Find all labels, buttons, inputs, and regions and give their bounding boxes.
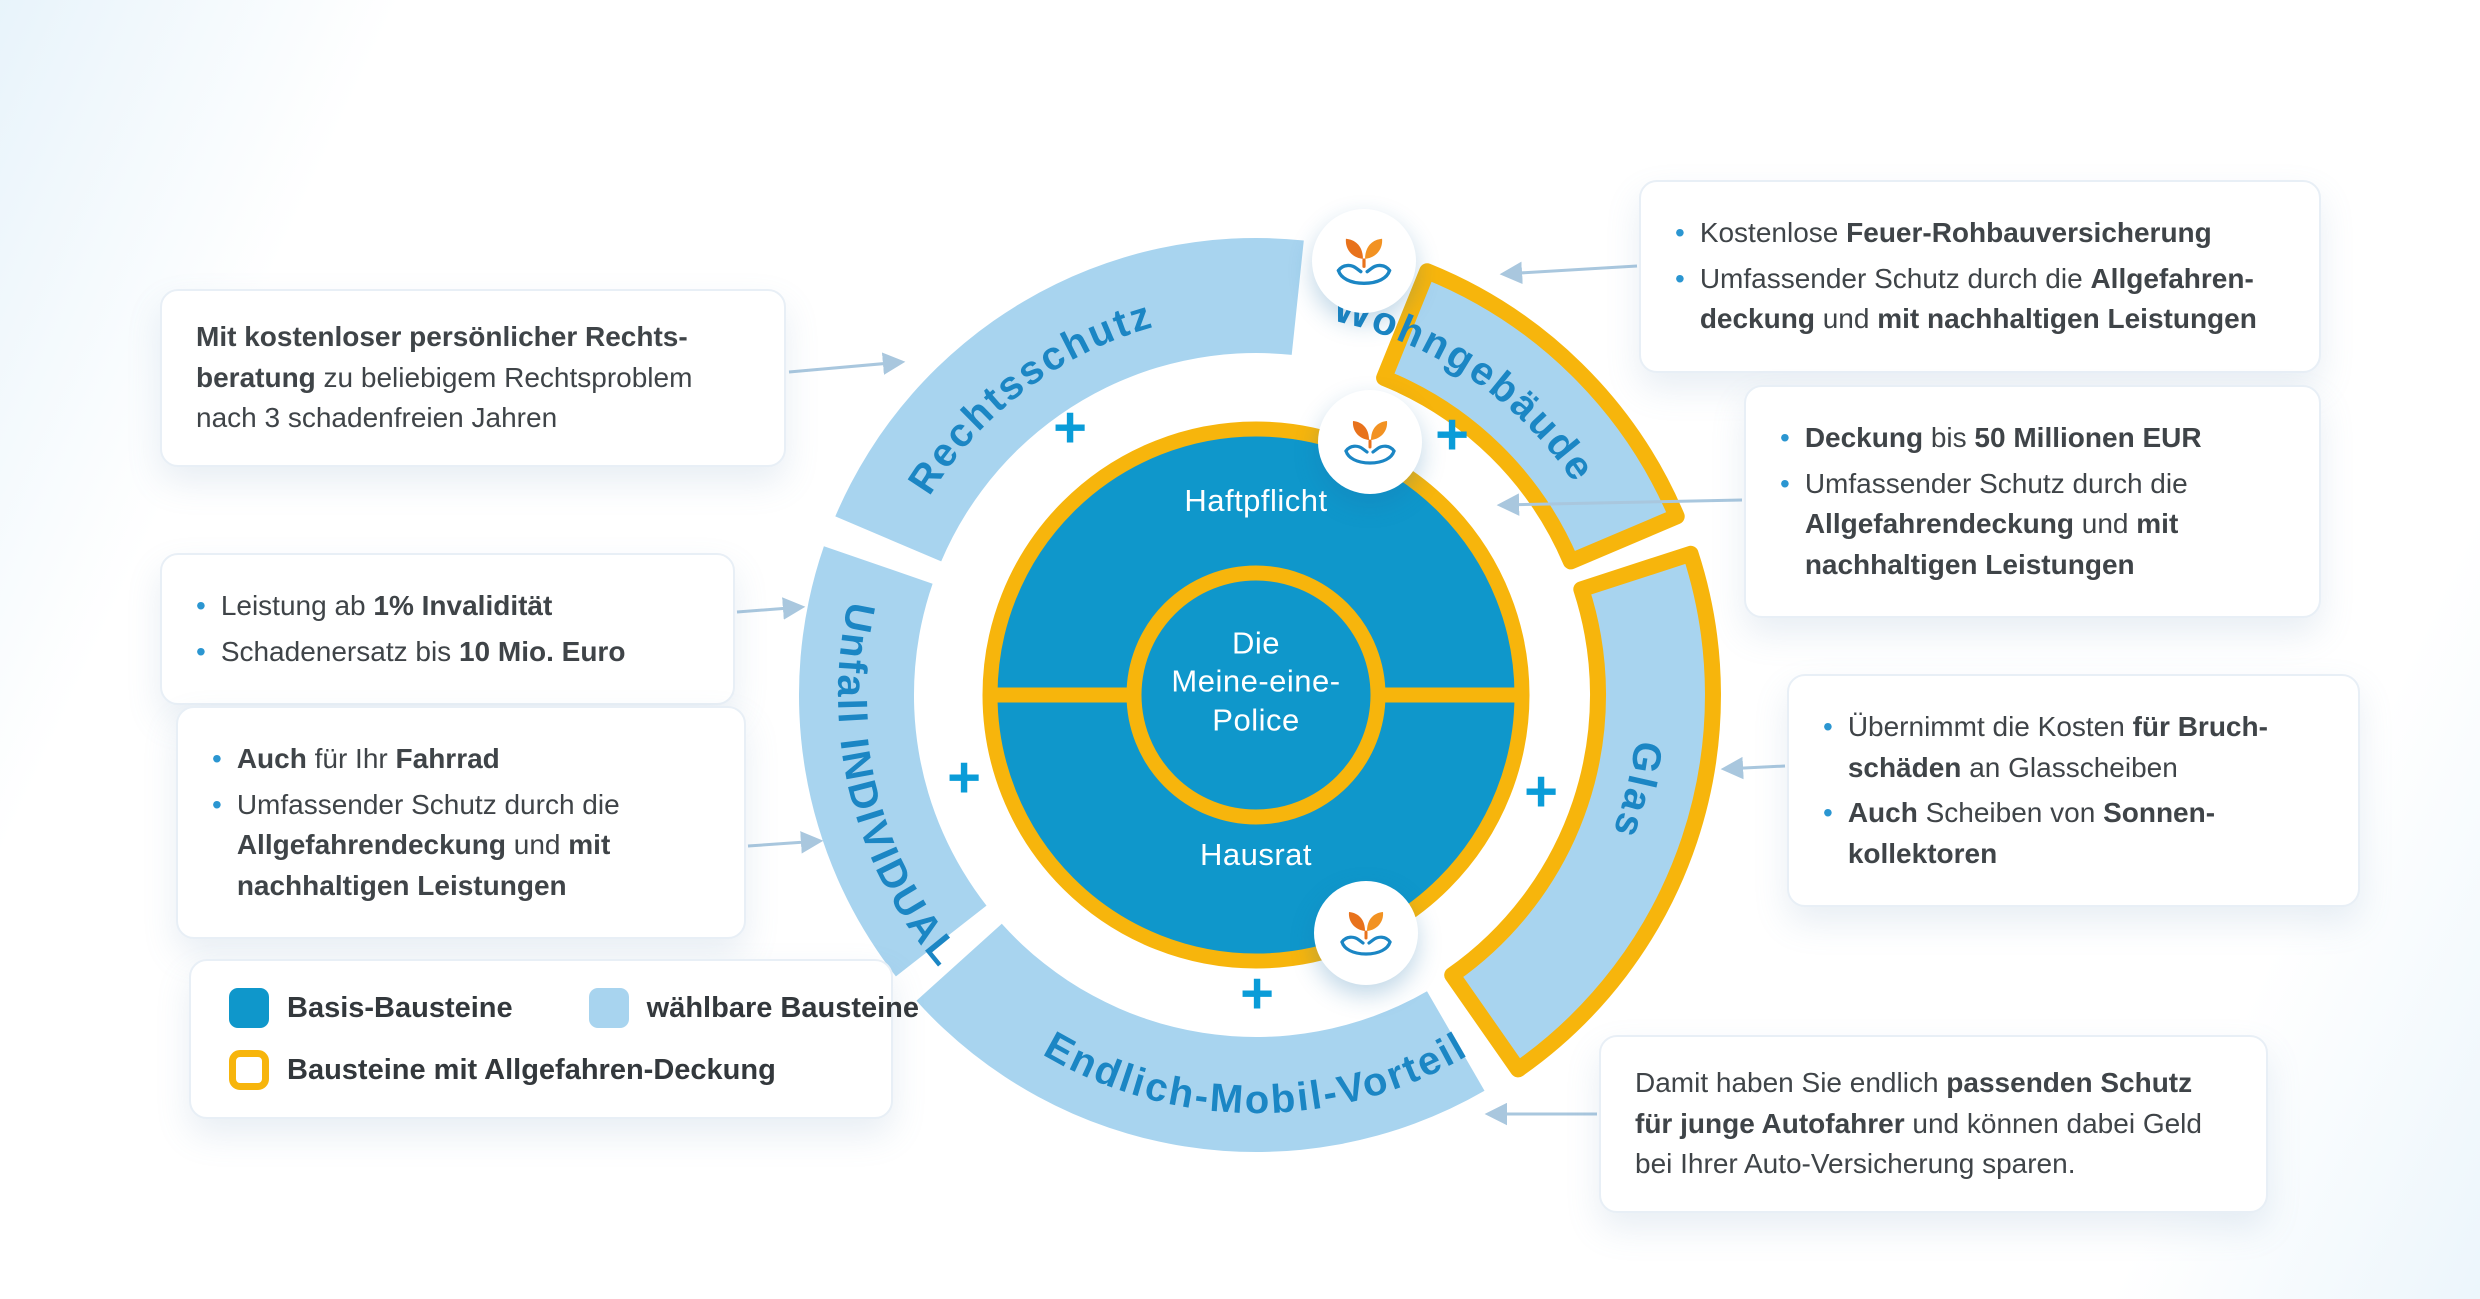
callout-glas: • Übernimmt die Kosten für Bruch-schäden…	[1787, 674, 2360, 908]
bullet-text: Umfassender Schutz durch die Allgefahren…	[1699, 262, 2257, 335]
bullet-text: Deckung bis 50 Millionen EUR	[1804, 422, 2202, 453]
bullet-text: Schadenersatz bis 10 Mio. Euro	[220, 635, 626, 667]
legend-label: wählbare Bausteine	[646, 992, 920, 1024]
bullet-text: Leistung ab 1% Invalidität	[220, 590, 553, 621]
plus-icon: +	[1435, 402, 1469, 467]
plus-icon: +	[1053, 395, 1087, 460]
callout-unfall-leistung: • Leistung ab 1% Invalidität • Schadener…	[160, 553, 735, 706]
bullet-text: Kostenlose Feuer-Rohbauversicherung	[1699, 217, 2212, 248]
waehlbar-swatch-icon	[588, 988, 629, 1029]
legend-item-allgefahren: Bausteine mit Allgefahren-Deckung	[229, 1049, 776, 1091]
bullet-text: Übernimmt die Kosten für Bruch-schäden a…	[1847, 711, 2268, 783]
center-label-line: Die	[1231, 625, 1281, 661]
arrow-to-haftpflicht	[1496, 493, 1743, 516]
bullet-dot-icon: •	[1780, 422, 1790, 453]
legend-label: Bausteine mit Allgefahren-Deckung	[287, 1054, 776, 1087]
legend-item-basis: Basis-Bausteine	[229, 987, 513, 1029]
bullet-item: • Umfassender Schutz durch die Allgefahr…	[1675, 259, 2285, 340]
ring-segments	[798, 237, 1721, 1153]
center-label-line: Meine-eine-	[1171, 663, 1341, 699]
inner-segment-label-hausrat: Hausrat	[1199, 837, 1313, 872]
callout-wohngebaeude: • Kostenlose Feuer-Rohbauversicherung • …	[1639, 180, 2321, 373]
sustainability-hands-plant-icon	[1314, 881, 1418, 985]
bullet-dot-icon: •	[1823, 711, 1833, 742]
bullet-dot-icon: •	[212, 788, 222, 820]
legend-label: Basis-Bausteine	[287, 992, 513, 1024]
arrow-to-glas	[1720, 756, 1786, 780]
bullet-item: • Schadenersatz bis 10 Mio. Euro	[196, 632, 699, 673]
legend-item-waehlbar: wählbare Bausteine	[588, 987, 920, 1029]
bullet-item: • Kostenlose Feuer-Rohbauversicherung	[1675, 213, 2285, 254]
bullet-item: • Auch Scheiben von Sonnen-kollektoren	[1823, 793, 2324, 874]
center-circle	[1126, 565, 1386, 825]
arrow-to-unfall-lower	[747, 831, 824, 854]
legend: Basis-Bausteine wählbare Bausteine Baust…	[189, 959, 919, 1120]
bullet-text: Umfassender Schutz durch die Allgefahren…	[1804, 467, 2188, 580]
basis-swatch-icon	[229, 988, 269, 1029]
callout-text: Damit haben Sie endlich passenden Schutz…	[1635, 1067, 2202, 1180]
bullet-dot-icon: •	[212, 743, 222, 774]
bullet-item: • Deckung bis 50 Millionen EUR	[1780, 418, 2285, 459]
callout-fahrrad-allgefahren: • Auch für Ihr Fahrrad • Umfassender Sch…	[176, 706, 746, 940]
bullet-dot-icon: •	[1823, 797, 1833, 829]
inner-segment-label-haftpflicht: Haftpflicht	[1184, 483, 1328, 518]
bullet-item: • Übernimmt die Kosten für Bruch-schäden…	[1823, 707, 2324, 788]
bullet-dot-icon: •	[1780, 467, 1790, 499]
legend-row: Basis-Bausteine wählbare Bausteine	[229, 987, 919, 1029]
sustainability-hands-plant-icon	[1312, 209, 1416, 313]
arrow-to-rechtsschutz	[788, 352, 906, 375]
plus-icon: +	[1524, 759, 1558, 824]
ring-segment-endlich-mobil-vorteil	[916, 923, 1485, 1153]
bullet-text: Auch Scheiben von Sonnen-kollektoren	[1847, 797, 2216, 869]
callout-haftpflicht-deckung: • Deckung bis 50 Millionen EUR • Umfasse…	[1744, 385, 2321, 619]
bullet-dot-icon: •	[196, 590, 206, 621]
bullet-text: Umfassender Schutz durch die Allgefahren…	[236, 788, 620, 901]
arrow-to-wohngebaeude	[1499, 261, 1638, 285]
center-label-line: Police	[1212, 702, 1300, 738]
arrow-to-unfall	[736, 597, 806, 620]
callout-rechtsschutz: Mit kostenloser persönlicher Rechts-bera…	[160, 289, 786, 467]
sustainability-hands-plant-icon	[1318, 390, 1422, 494]
ring-segment-unfall-individual	[798, 546, 987, 977]
ring-segment-rechtsschutz	[835, 237, 1304, 562]
ring-segment-wohngebaeude	[1376, 263, 1685, 570]
bullet-item: • Auch für Ihr Fahrrad	[212, 739, 710, 780]
bullet-item: • Leistung ab 1% Invalidität	[196, 586, 699, 627]
bullet-dot-icon: •	[1675, 262, 1685, 294]
bullet-item: • Umfassender Schutz durch die Allgefahr…	[1780, 464, 2285, 586]
ring-segment-glas	[1444, 545, 1721, 1078]
bullet-dot-icon: •	[196, 635, 206, 667]
callout-arrows	[736, 261, 1786, 1126]
bullet-dot-icon: •	[1675, 217, 1685, 248]
callout-text: Mit kostenloser persönlicher Rechts-bera…	[196, 321, 693, 434]
center-policy-label: Die Meine-eine- Police	[1171, 624, 1340, 739]
bullet-item: • Umfassender Schutz durch die Allgefahr…	[212, 785, 710, 907]
plus-icon: +	[1240, 961, 1274, 1026]
callout-endlich-mobil: Damit haben Sie endlich passenden Schutz…	[1599, 1035, 2268, 1213]
legend-row: Bausteine mit Allgefahren-Deckung	[229, 1049, 853, 1091]
plus-icon: +	[947, 745, 981, 810]
bullet-text: Auch für Ihr Fahrrad	[236, 743, 500, 774]
allgefahren-swatch-icon	[229, 1050, 269, 1091]
